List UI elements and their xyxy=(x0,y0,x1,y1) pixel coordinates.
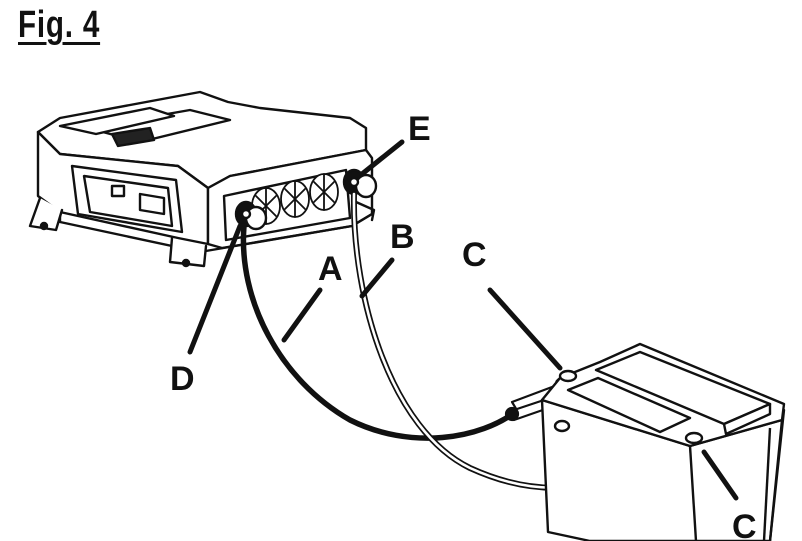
callout-label-b: B xyxy=(390,218,415,256)
leader-a xyxy=(281,287,323,343)
battery xyxy=(540,342,786,541)
inverter-unit xyxy=(28,90,376,268)
leader-b xyxy=(359,257,395,299)
terminal-d xyxy=(234,200,268,231)
leader-lines xyxy=(187,139,739,501)
callout-label-c-bottom: C xyxy=(732,508,757,541)
terminal-e xyxy=(342,168,378,199)
leader-e xyxy=(359,139,405,177)
callout-label-d: D xyxy=(170,360,195,398)
cable-a xyxy=(240,223,521,441)
figure-title: Fig. 4 xyxy=(18,4,101,46)
callout-label-e: E xyxy=(408,110,431,148)
leader-c-bottom xyxy=(701,449,739,501)
leader-d xyxy=(187,223,243,355)
callout-label-c-top: C xyxy=(462,236,487,274)
leader-c-top xyxy=(487,287,563,371)
callout-label-a: A xyxy=(318,250,343,288)
